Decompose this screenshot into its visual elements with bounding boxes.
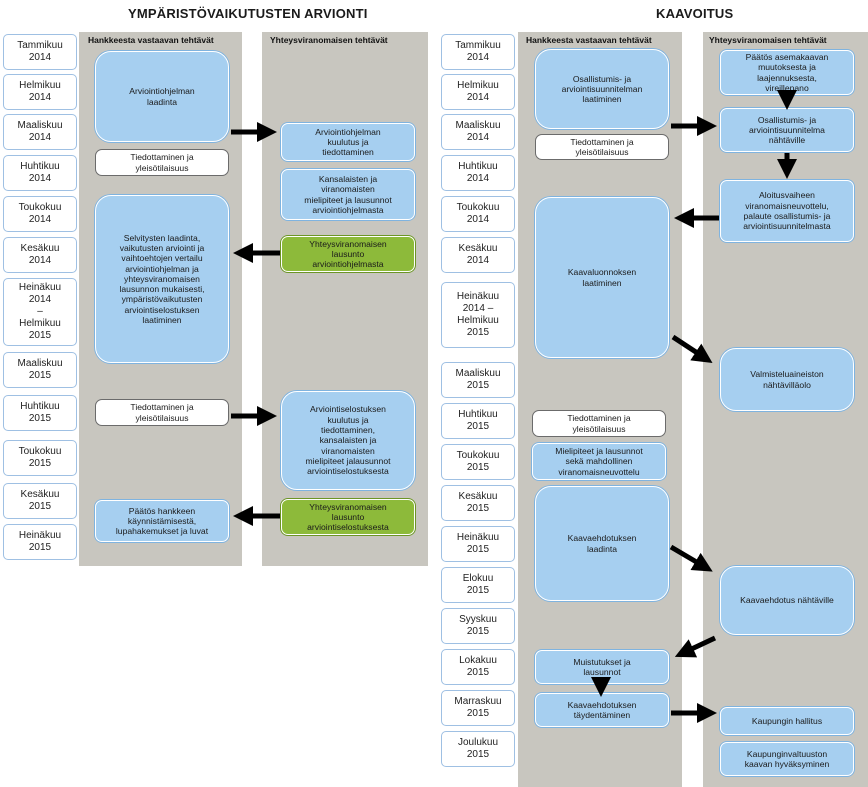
month-label: Helmikuu 2014 — [3, 74, 77, 110]
kaava-participation-plan-public: Osallistumis- ja arviointisuunnitelma nä… — [720, 108, 854, 152]
month-label: Huhtikuu 2014 — [3, 155, 77, 191]
month-label: Maaliskuu 2014 — [3, 114, 77, 150]
month-label: Lokakuu 2015 — [441, 649, 515, 685]
yva-program-drafting: Arviointiohjelman laadinta — [95, 51, 229, 142]
month-label: Toukokuu 2014 — [441, 196, 515, 232]
month-label: Kesäkuu 2014 — [3, 237, 77, 273]
month-label: Maaliskuu 2015 — [441, 362, 515, 398]
kaava-opinions-negotiation: Mielipiteet ja lausunnot sekä mahdolline… — [532, 443, 666, 480]
month-label: Tammikuu 2014 — [3, 34, 77, 70]
month-label: Heinäkuu 2015 — [3, 524, 77, 560]
month-label: Toukokuu 2015 — [441, 444, 515, 480]
month-label: Syyskuu 2015 — [441, 608, 515, 644]
kaava-info-event-1: Tiedottaminen ja yleisötilaisuus — [535, 134, 669, 160]
kaava-proposal-drafting: Kaavaehdotuksen laadinta — [535, 486, 669, 601]
yva-authority-statement-report: Yhteysviranomaisen lausunto arviointisel… — [281, 499, 415, 535]
yva-public-opinions-program: Kansalaisten ja viranomaisten mielipitee… — [281, 169, 415, 220]
month-label: Elokuu 2015 — [441, 567, 515, 603]
month-label: Helmikuu 2014 — [441, 74, 515, 110]
month-label: Kesäkuu 2015 — [441, 485, 515, 521]
month-label: Tammikuu 2014 — [441, 34, 515, 70]
month-label: Toukokuu 2015 — [3, 440, 77, 476]
yva-report-announcement: Arviointiselostuksen kuulutus ja tiedott… — [281, 391, 415, 490]
month-label: Kesäkuu 2015 — [3, 483, 77, 519]
kaava-initiation-decision: Päätös asemakaavan muutoksesta ja laajen… — [720, 50, 854, 95]
month-label: Heinäkuu 2014 – Helmikuu 2015 — [441, 282, 515, 348]
kaava-participation-plan-drafting: Osallistumis- ja arviointisuunnitelman l… — [535, 49, 669, 129]
yva-decision-permits: Päätös hankkeen käynnistämisestä, lupaha… — [95, 500, 229, 542]
kaava-proposal-completion: Kaavaehdotuksen täydentäminen — [535, 693, 669, 727]
month-label: Kesäkuu 2014 — [441, 237, 515, 273]
yva-info-event-1: Tiedottaminen ja yleisötilaisuus — [95, 149, 229, 176]
kaavoitus-authority-header: Yhteysviranomaisen tehtävät — [709, 35, 827, 45]
month-label: Marraskuu 2015 — [441, 690, 515, 726]
kaava-proposal-public: Kaavaehdotus nähtäville — [720, 566, 854, 635]
yva-owner-header: Hankkeesta vastaavan tehtävät — [88, 35, 214, 45]
kaava-city-council-approval: Kaupunginvaltuuston kaavan hyväksyminen — [720, 742, 854, 776]
month-label: Heinäkuu 2014 – Helmikuu 2015 — [3, 278, 77, 346]
kaavoitus-title: KAAVOITUS — [656, 6, 734, 21]
month-label: Joulukuu 2015 — [441, 731, 515, 767]
month-label: Huhtikuu 2015 — [441, 403, 515, 439]
kaava-info-event-2: Tiedottaminen ja yleisötilaisuus — [532, 410, 666, 437]
kaava-draft-plan-drafting: Kaavaluonnoksen laatiminen — [535, 197, 669, 358]
yva-program-announcement: Arviointiohjelman kuulutus ja tiedottami… — [281, 123, 415, 161]
yva-title: YMPÄRISTÖVAIKUTUSTEN ARVIONTI — [128, 6, 368, 21]
yva-authority-statement-program: Yhteysviranomaisen lausunto arviointiohj… — [281, 236, 415, 272]
kaava-city-board: Kaupungin hallitus — [720, 707, 854, 735]
yva-info-event-2: Tiedottaminen ja yleisötilaisuus — [95, 399, 229, 426]
kaava-initial-negotiation: Aloitusvaiheen viranomaisneuvottelu, pal… — [720, 180, 854, 242]
month-label: Huhtikuu 2015 — [3, 395, 77, 431]
month-label: Toukokuu 2014 — [3, 196, 77, 232]
kaava-preparation-material-public: Valmisteluaineiston nähtävilläolo — [720, 348, 854, 411]
month-label: Heinäkuu 2015 — [441, 526, 515, 562]
kaavoitus-owner-header: Hankkeesta vastaavan tehtävät — [526, 35, 652, 45]
month-label: Huhtikuu 2014 — [441, 155, 515, 191]
yva-authority-header: Yhteysviranomaisen tehtävät — [270, 35, 388, 45]
month-label: Maaliskuu 2014 — [441, 114, 515, 150]
kaava-objections-statements: Muistutukset ja lausunnot — [535, 650, 669, 684]
yva-assessment-report-drafting: Selvitysten laadinta, vaikutusten arvioi… — [95, 195, 229, 363]
month-label: Maaliskuu 2015 — [3, 352, 77, 388]
